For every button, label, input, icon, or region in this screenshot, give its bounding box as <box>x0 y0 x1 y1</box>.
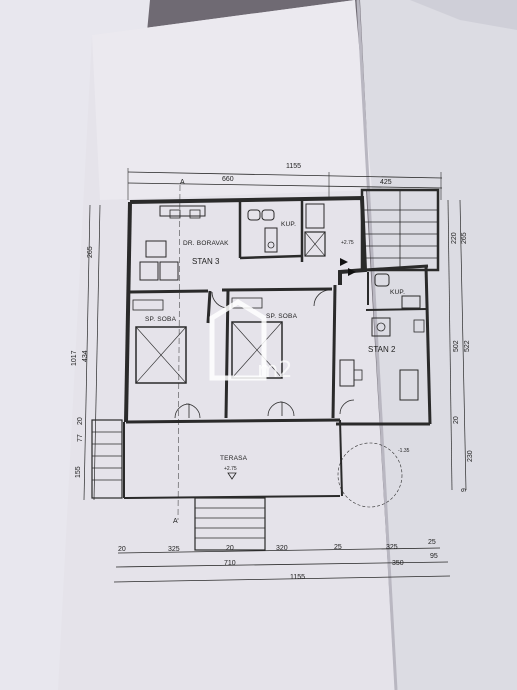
page-fold <box>356 0 398 690</box>
dim-bottom-5: 25 <box>334 544 342 551</box>
page-right <box>360 0 517 690</box>
dim-left-c: 1017 <box>71 350 78 366</box>
dim-right-f: 230 <box>467 450 474 462</box>
room-living-label: DR. BORAVAK <box>183 240 229 247</box>
room-bath-left-label: KUP. <box>281 221 296 228</box>
level-terrace: +2.75 <box>224 466 237 472</box>
dim-left-e: 20 <box>77 417 84 425</box>
dim-bottom-2: 325 <box>168 546 180 553</box>
level-marker-icon <box>227 472 237 480</box>
level-hall: +2.75 <box>341 240 354 246</box>
room-stan3-label: STAN 3 <box>192 257 220 266</box>
dim-top-left: 660 <box>222 176 234 183</box>
dim-right-c: 502 <box>453 340 460 352</box>
dim-bottom-7: 25 <box>428 539 436 546</box>
section-mark-bottom: A <box>173 518 178 525</box>
room-terrace-label: TERASA <box>220 455 248 462</box>
room-bath-right-label: KUP. <box>390 289 405 296</box>
room-stan2-label: STAN 2 <box>368 345 396 354</box>
plan-drawing <box>83 168 467 583</box>
dim-right-b: 265 <box>461 232 468 244</box>
dim-right-d: 522 <box>464 340 471 352</box>
dim-bottom-710: 710 <box>224 560 236 567</box>
stair-arrow-icon <box>340 258 348 266</box>
room-bedroom2-label: SP. SOBA <box>266 313 298 320</box>
dim-bottom-3: 20 <box>226 545 234 552</box>
dim-right-a: 220 <box>451 232 458 244</box>
room-labels: DR. BORAVAK STAN 3 KUP. KUP. SP. SOBA SP… <box>145 221 410 472</box>
dim-left-b: 434 <box>82 350 89 362</box>
watermark-text: m2 <box>257 358 292 383</box>
dim-right-e: 20 <box>453 416 460 424</box>
dim-top-total: 1155 <box>286 163 301 170</box>
dim-left-f: 155 <box>75 466 82 478</box>
dim-bottom-350: 350 <box>392 560 404 567</box>
dim-left-d: 77 <box>77 434 84 442</box>
dim-bottom-95: 95 <box>430 553 438 560</box>
dim-bottom-total: 1155 <box>290 574 305 581</box>
dim-right-g: 9 <box>461 488 468 492</box>
dim-bottom-4: 320 <box>276 545 288 552</box>
dim-top-right: 425 <box>380 179 392 186</box>
level-outside: -1.35 <box>398 448 410 454</box>
dim-bottom-1: 20 <box>118 546 126 553</box>
section-mark-top: A <box>180 179 185 186</box>
room-bedroom1-label: SP. SOBA <box>145 316 177 323</box>
dim-left-a: 265 <box>87 246 94 258</box>
m2-logo <box>209 299 267 381</box>
dimension-labels: 1155 660 425 A A 265 434 1017 77 20 155 … <box>71 163 474 581</box>
dim-bottom-6: 325 <box>386 544 398 551</box>
